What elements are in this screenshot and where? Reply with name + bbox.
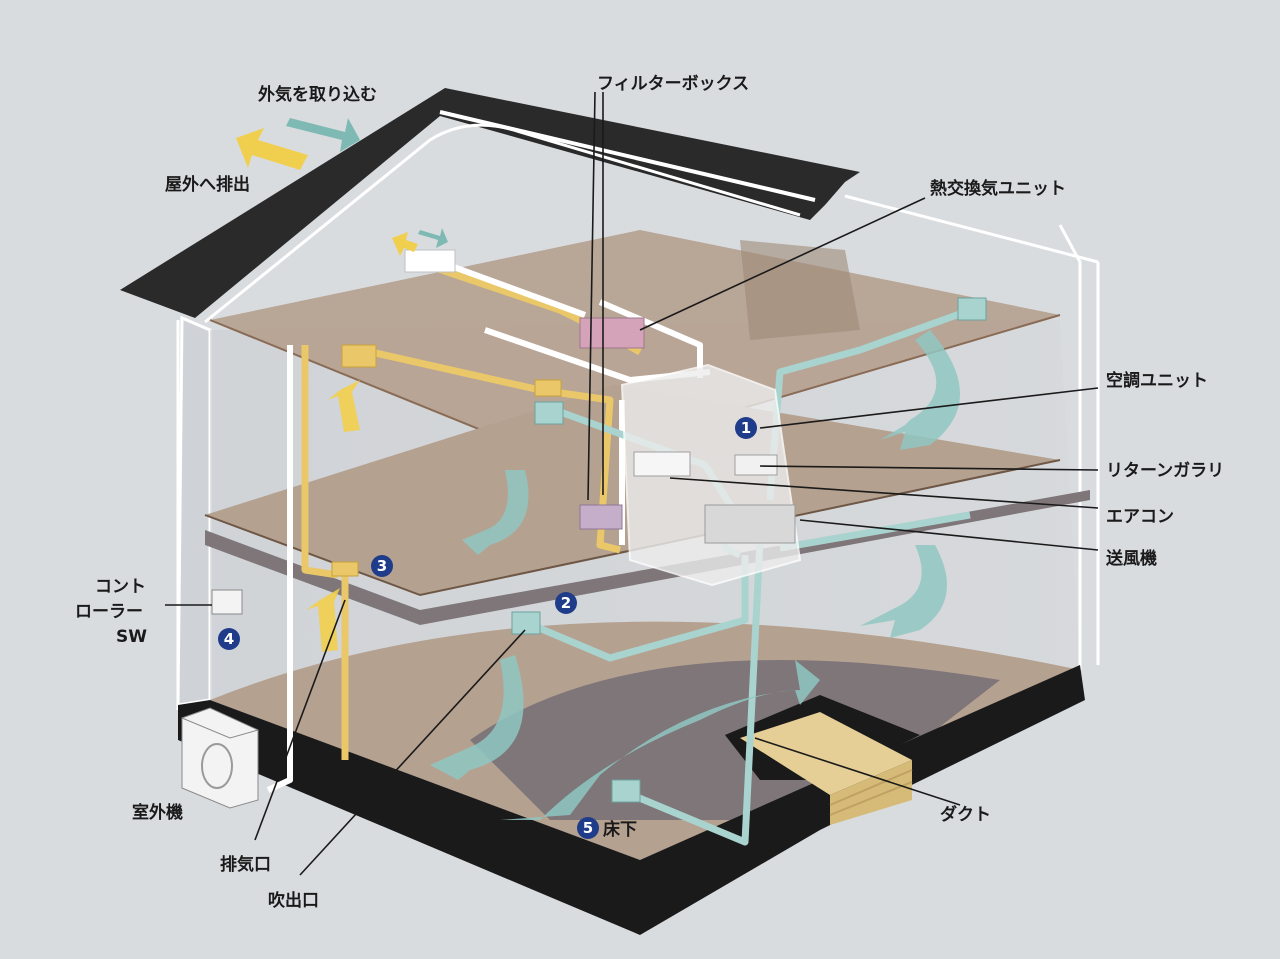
svg-text:3: 3 bbox=[377, 557, 387, 575]
label-air-conditioner: エアコン bbox=[1106, 507, 1174, 527]
exhaust-duct-heads bbox=[331, 344, 562, 577]
intake-vent-heads bbox=[404, 249, 456, 273]
lumber-stack bbox=[740, 712, 913, 825]
marker-5: 5 bbox=[577, 817, 599, 839]
svg-text:1: 1 bbox=[741, 419, 751, 437]
label-filter-box: フィルターボックス bbox=[597, 74, 749, 94]
marker-3: 3 bbox=[371, 555, 393, 577]
labels: 外気を取り込む 屋外へ排出 フィルターボックス 熱交換気ユニット 空調ユニット … bbox=[75, 74, 1224, 911]
label-controller-sw-2: ローラー bbox=[75, 602, 143, 622]
svg-text:4: 4 bbox=[224, 630, 234, 648]
label-heat-exchange-unit: 熱交換気ユニット bbox=[930, 178, 1066, 199]
ac-unit-box bbox=[620, 363, 802, 587]
outdoor-unit bbox=[181, 707, 259, 809]
markers: 1 2 3 4 5 bbox=[218, 417, 757, 839]
supply-duct-heads bbox=[511, 297, 987, 803]
label-outlet-port: 吹出口 bbox=[268, 890, 319, 911]
label-exhaust-outdoor: 屋外へ排出 bbox=[165, 174, 250, 195]
label-duct: ダクト bbox=[940, 804, 991, 825]
roof bbox=[120, 88, 860, 324]
label-return-gallery: リターンガラリ bbox=[1106, 461, 1224, 481]
svg-text:5: 5 bbox=[583, 819, 593, 837]
marker-1: 1 bbox=[735, 417, 757, 439]
label-intake-outside-air: 外気を取り込む bbox=[258, 84, 377, 105]
leader-lines bbox=[165, 91, 1099, 876]
marker-2: 2 bbox=[555, 592, 577, 614]
label-controller-sw-3: SW bbox=[116, 627, 147, 647]
label-ac-unit: 空調ユニット bbox=[1106, 370, 1208, 391]
label-outdoor-unit: 室外機 bbox=[132, 802, 183, 823]
label-underfloor: 床下 bbox=[603, 819, 637, 840]
outside-arrows bbox=[236, 118, 448, 256]
controller-switch bbox=[211, 589, 243, 615]
marker-4: 4 bbox=[218, 628, 240, 650]
label-controller-sw-1: コント bbox=[95, 577, 146, 597]
label-blower: 送風機 bbox=[1106, 548, 1157, 569]
label-exhaust-port: 排気口 bbox=[220, 854, 271, 875]
svg-text:2: 2 bbox=[561, 594, 571, 612]
airflow-arrows bbox=[430, 330, 960, 820]
